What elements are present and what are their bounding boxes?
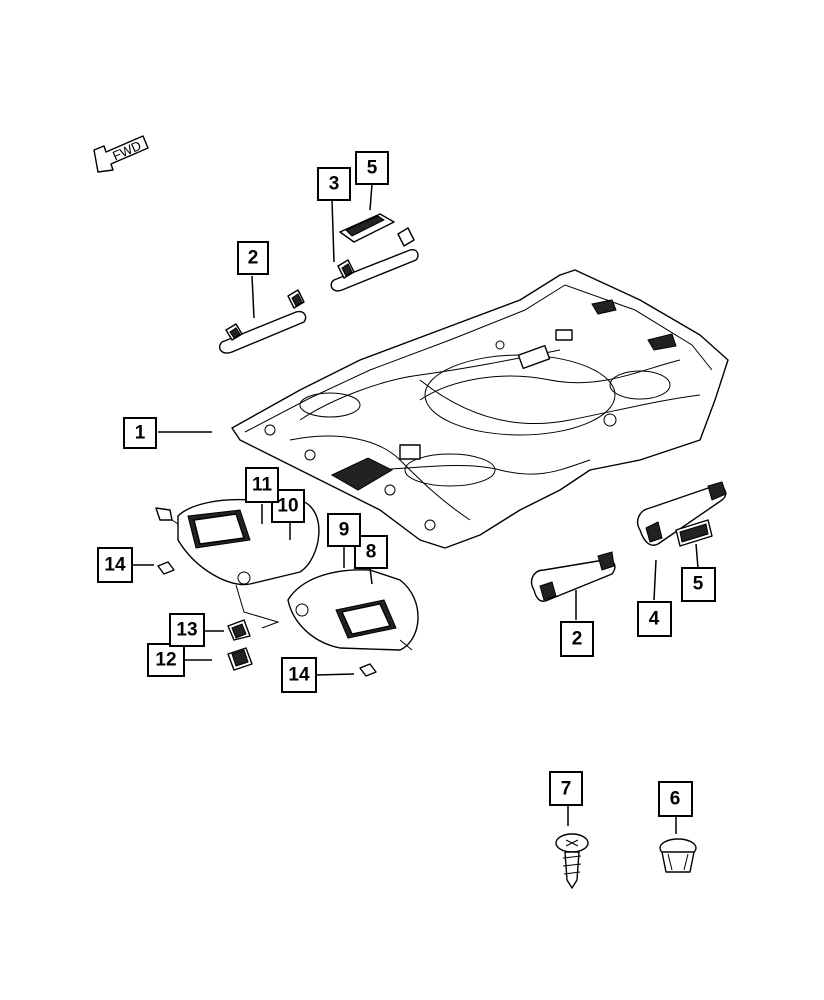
callout-10: 10 [271,489,305,523]
forward-label: FWD [110,138,143,164]
grab-handle-lower [530,551,616,602]
callout-5-lower: 5 [681,567,716,602]
callout-14-right: 14 [281,657,317,693]
svg-text:4: 4 [649,609,660,630]
svg-text:2: 2 [572,629,583,650]
screw-part-7 [555,833,589,889]
sun-visor-right [287,569,419,651]
leader-5b [695,543,699,569]
callout-3: 3 [317,167,351,201]
leader-5a [369,183,373,211]
callout-2-upper: 2 [237,241,269,275]
svg-text:9: 9 [339,520,350,541]
grab-handle-part-4 [636,481,727,546]
svg-text:13: 13 [176,620,197,641]
callout-2-lower: 2 [560,621,594,657]
callout-13: 13 [169,613,205,647]
svg-text:14: 14 [104,555,126,576]
handle-bracket-upper [339,213,395,243]
visor-clip-13 [227,619,251,641]
svg-text:11: 11 [252,475,273,496]
svg-text:3: 3 [329,174,340,195]
svg-text:2: 2 [248,248,259,269]
handle-bracket-lower [675,519,713,547]
leader-8 [369,567,373,585]
callout-7: 7 [549,771,583,806]
svg-text:12: 12 [155,650,176,671]
grab-handle-part-3 [330,227,419,292]
leader-4 [653,559,657,601]
push-pin-part-6 [659,838,697,873]
forward-arrow-icon: FWD [93,135,149,173]
callout-4: 4 [637,601,672,637]
visor-clip-12 [227,647,253,671]
svg-text:6: 6 [670,789,681,810]
callout-11: 11 [245,467,279,503]
svg-text:7: 7 [561,779,572,800]
callout-1: 1 [123,417,157,449]
retainer-clip-14a [157,561,175,575]
svg-text:14: 14 [288,665,310,686]
svg-text:8: 8 [366,542,377,563]
svg-text:10: 10 [277,496,298,517]
callout-14-left: 14 [97,547,133,583]
callout-5-upper: 5 [355,151,389,185]
svg-text:5: 5 [693,574,704,595]
svg-text:5: 5 [367,158,378,179]
callout-12: 12 [147,643,185,677]
grab-handle-upper [218,289,307,354]
leader-2a [251,275,255,319]
headliner-part [231,269,729,549]
leader-14b [315,673,355,676]
leader-3 [331,199,335,263]
callout-6: 6 [658,781,693,817]
callout-9: 9 [327,513,361,547]
retainer-clip-14b [359,663,377,677]
svg-text:1: 1 [135,423,146,444]
